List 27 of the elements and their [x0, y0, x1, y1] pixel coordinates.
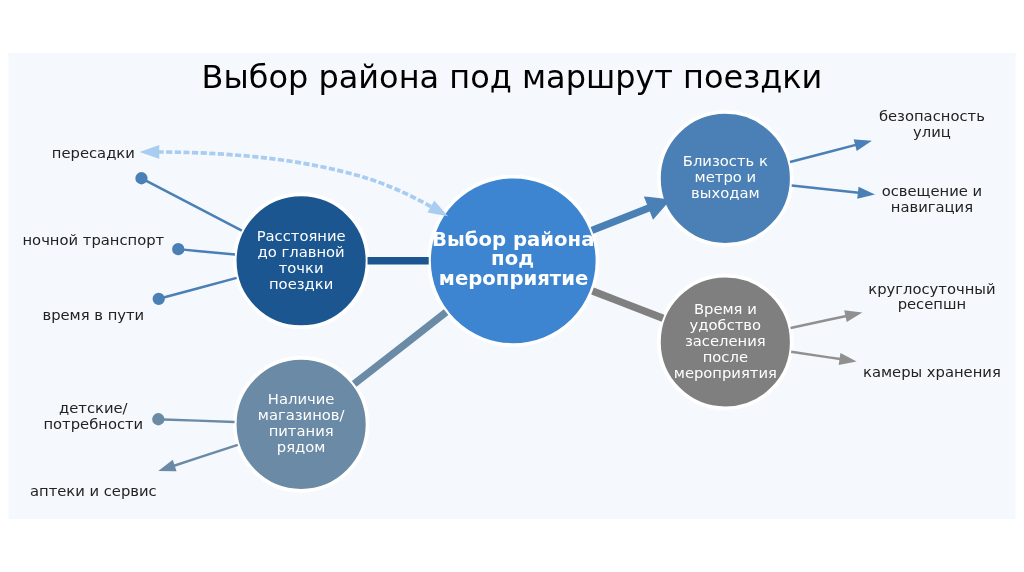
connector [152, 276, 238, 305]
node-circle: Наличие магазинов/ питания рядом [232, 356, 370, 493]
node-text: камеры хранения [862, 362, 1001, 380]
node-circle: Близость к метро и выходам [657, 110, 794, 247]
node-text: время в пути [42, 305, 145, 323]
node-text: аптеки и сервис [29, 481, 157, 499]
node-circle: Время и удобство заселения после мероприятия [657, 273, 794, 411]
connector [135, 172, 243, 232]
node-circle: Расстояние до главной точки поездки [232, 192, 370, 330]
connector [172, 243, 236, 256]
node-text: пересадки [51, 143, 135, 161]
connector [367, 257, 429, 265]
arrow [139, 145, 448, 217]
connector [152, 413, 235, 426]
node-text: безопасность улиц [878, 107, 985, 141]
node-text: детские/ потребности [43, 398, 144, 432]
connector [351, 309, 449, 387]
arrow [790, 310, 863, 330]
arrow [158, 443, 239, 472]
arrow [789, 139, 872, 164]
node-text: освещение и навигация [881, 182, 983, 216]
arrow [791, 184, 875, 199]
diagram-title: Выбор района под маршрут поездки [201, 58, 823, 97]
arrow [790, 350, 857, 365]
node-text: ночной транспорт [22, 230, 165, 248]
connector [591, 287, 665, 322]
node-text: круглосуточный ресепшн [868, 279, 996, 313]
